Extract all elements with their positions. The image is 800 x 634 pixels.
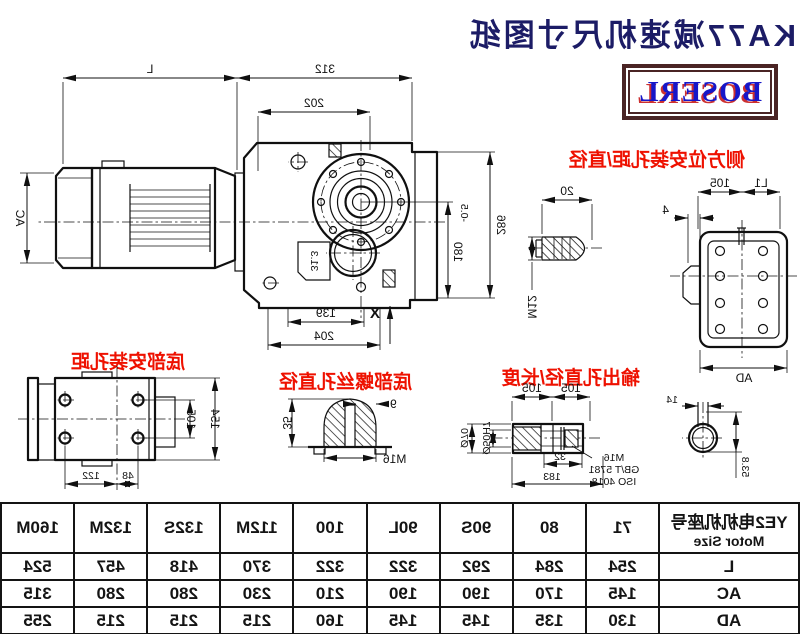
annotation-output-hole: 输出孔直径/长度 xyxy=(501,366,640,389)
side-plug xyxy=(541,236,586,261)
cell: 170 xyxy=(512,580,586,607)
bottom-screw-view: 底部螺丝孔直径 35 9 M16 xyxy=(279,370,412,466)
dim-180-tol: -0.5 xyxy=(458,204,470,222)
dim-4: 4 xyxy=(662,203,669,217)
dim-14: 14 xyxy=(666,394,678,406)
dim-105b: 105 xyxy=(522,381,542,395)
main-assembly-view: 31.3 xyxy=(13,62,508,350)
dim-53-8: 53.8 xyxy=(739,457,751,478)
nameplate-label: 31.3 xyxy=(308,251,320,272)
cell: 145 xyxy=(585,580,659,607)
dim-204: 204 xyxy=(314,329,334,343)
output-shaft-view: 输出孔直径/长度 105 105 Ø70 Ø50H7 xyxy=(458,366,751,488)
cell: 280 xyxy=(147,580,221,607)
dim-202: 202 xyxy=(304,96,324,110)
cell: 315 xyxy=(1,580,75,607)
dim-105-side: 105 xyxy=(710,176,730,190)
nameplate xyxy=(297,241,331,281)
row-label-AC: AC xyxy=(659,580,799,607)
shaft-cross-section: 14 53.8 xyxy=(666,394,751,478)
dim-X: X xyxy=(370,305,380,322)
dim-M16-screw: M16 xyxy=(383,452,407,466)
cell: 190 xyxy=(366,580,440,607)
side-plug-view: 侧方位安装孔距/直径 20 M12 xyxy=(525,148,745,319)
dim-32: 32 xyxy=(554,451,566,463)
col-100: 100 xyxy=(293,503,367,553)
row-label-L: L xyxy=(659,553,799,580)
dim-105a: 105 xyxy=(561,381,581,395)
header-motor-size: YE2电机机座号 Motor Size xyxy=(659,503,799,553)
cell: 160 xyxy=(293,607,367,634)
cell: 418 xyxy=(147,553,221,580)
cell: 254 xyxy=(585,553,659,580)
dim-312: 312 xyxy=(315,62,335,76)
dim-183: 183 xyxy=(543,471,561,483)
cell: 230 xyxy=(220,580,294,607)
dim-105-foot: 105 xyxy=(184,409,198,429)
dim-48: 48 xyxy=(122,470,134,482)
cell: 322 xyxy=(293,553,367,580)
dim-dia70: Ø70 xyxy=(458,428,470,448)
cell: 215 xyxy=(147,607,221,634)
cell: 135 xyxy=(512,607,586,634)
cell: 215 xyxy=(74,607,148,634)
dim-AC: AC xyxy=(13,209,27,226)
col-90l: 90L xyxy=(366,503,440,553)
cell: 457 xyxy=(74,553,148,580)
annotation-side-holes: 侧方位安装孔距/直径 xyxy=(569,148,745,171)
cell: 145 xyxy=(366,607,440,634)
table-row-AC: AC 145 170 190 190 210 230 280 280 315 xyxy=(1,580,799,607)
cell: 130 xyxy=(585,607,659,634)
flange-side-view: L1 105 4 AD xyxy=(662,176,797,385)
dim-AD: AD xyxy=(735,371,752,385)
dim-286: 286 xyxy=(494,215,508,235)
foot-mount-view: 底部安装孔距 105 154 xyxy=(18,350,222,490)
dim-L1: L1 xyxy=(754,176,768,190)
annotation-bottom-holes: 底部安装孔距 xyxy=(71,350,185,373)
table-row-L: L 254 284 292 322 322 370 418 457 524 xyxy=(1,553,799,580)
label-gbt5781: GB/T 5781 xyxy=(589,464,640,476)
annotation-bottom-screw: 底部螺丝孔直径 xyxy=(279,370,412,393)
cell: 145 xyxy=(439,607,513,634)
cell: 255 xyxy=(1,607,75,634)
cell: 190 xyxy=(439,580,513,607)
table-row-AD: AD 130 135 145 145 160 215 215 215 255 xyxy=(1,607,799,634)
vent-plug xyxy=(328,143,342,158)
row-label-AD: AD xyxy=(659,607,799,634)
dimension-drawing: 31.3 xyxy=(13,62,797,490)
cell: 284 xyxy=(512,553,586,580)
dim-180: 180 xyxy=(451,242,465,262)
col-80: 80 xyxy=(512,503,586,553)
cell: 370 xyxy=(220,553,294,580)
motor-size-table: YE2电机机座号 Motor Size 71 80 90S 90L 100 11… xyxy=(0,502,800,634)
col-132m: 132M xyxy=(74,503,148,553)
gearbox-housing: 31.3 xyxy=(242,141,439,310)
dim-dia50h7: Ø50H7 xyxy=(480,421,492,454)
cell: 210 xyxy=(293,580,367,607)
cell: 524 xyxy=(1,553,75,580)
dim-139: 139 xyxy=(316,306,336,320)
col-90s: 90S xyxy=(439,503,513,553)
dim-9: 9 xyxy=(390,397,397,411)
dim-35: 35 xyxy=(280,416,294,430)
motor-side-view xyxy=(54,160,245,272)
col-71: 71 xyxy=(585,503,659,553)
col-112m: 112M xyxy=(220,503,294,553)
col-132s: 132S xyxy=(147,503,221,553)
dim-20: 20 xyxy=(560,184,574,198)
drain-plug xyxy=(382,269,396,288)
dim-M12: M12 xyxy=(525,295,539,319)
cell: 280 xyxy=(74,580,148,607)
dim-122: 122 xyxy=(82,470,100,482)
dim-L: L xyxy=(146,62,153,76)
table-header-row: YE2电机机座号 Motor Size 71 80 90S 90L 100 11… xyxy=(1,503,799,553)
col-160m: 160M xyxy=(1,503,75,553)
label-m16: M16 xyxy=(604,452,625,464)
cell: 292 xyxy=(439,553,513,580)
cell: 215 xyxy=(220,607,294,634)
dim-154: 154 xyxy=(208,409,222,429)
label-iso4018: ISO 4018 xyxy=(592,476,637,488)
cell: 322 xyxy=(366,553,440,580)
